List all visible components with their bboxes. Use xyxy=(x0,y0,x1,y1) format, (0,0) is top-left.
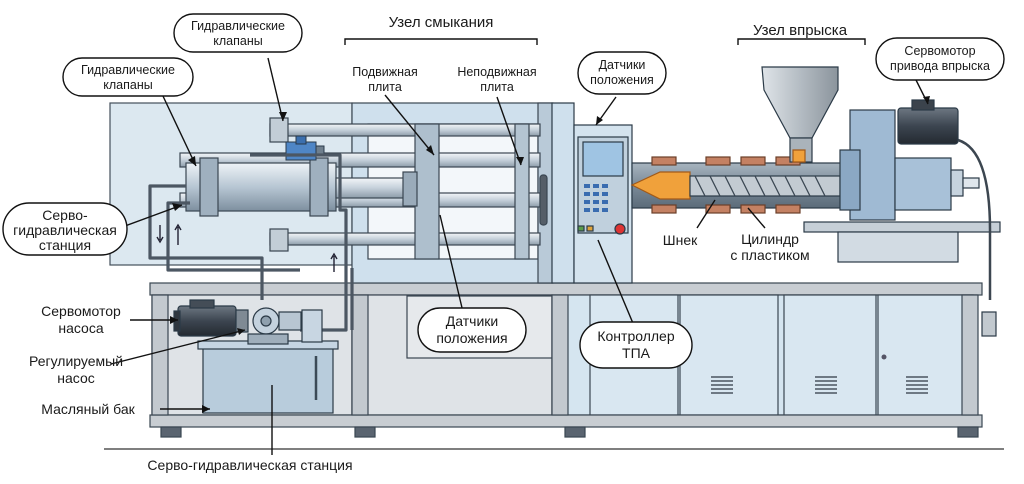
label-oil-tank: Масляный бак xyxy=(41,401,135,417)
label-injection-servo-2: привода впрыска xyxy=(890,59,990,73)
hydraulic-pipes xyxy=(148,153,354,332)
servo-hydraulic-station xyxy=(173,299,339,414)
label-pos-sensors-top-2: положения xyxy=(590,73,654,87)
label-cylinder-2: с пластиком xyxy=(730,247,809,263)
label-hyd-valves-top-2: клапаны xyxy=(213,34,262,48)
label-hyd-valves-left-1: Гидравлические xyxy=(81,63,175,77)
label-movable-plate-1: Подвижная xyxy=(352,65,418,79)
label-cylinder-1: Цилиндр xyxy=(741,231,799,247)
label-controller-2: ТПА xyxy=(622,345,651,361)
label-controller-1: Контроллер xyxy=(597,328,674,344)
label-pump-servo-1: Сервомотор xyxy=(41,303,121,319)
label-movable-plate-2: плита xyxy=(368,80,402,94)
clamping-unit xyxy=(109,102,554,284)
label-fixed-plate-1: Неподвижная xyxy=(457,65,536,79)
label-pos-sensors-bottom-2: положения xyxy=(436,330,507,346)
label-servo-station-bottom: Серво-гидравлическая станция xyxy=(147,457,352,473)
injection-unit xyxy=(551,66,1001,337)
label-injection-servo-1: Сервомотор xyxy=(904,44,975,58)
label-servo-station-2: гидравлическая xyxy=(13,222,117,238)
text-labels: Узел смыкания Узел впрыска Гидравлически… xyxy=(13,14,990,473)
label-bubbles xyxy=(2,13,1005,369)
label-pump-2: насос xyxy=(57,370,94,386)
label-injection-unit: Узел впрыска xyxy=(753,22,848,39)
label-servo-station-3: станция xyxy=(39,237,91,253)
label-clamp-unit: Узел смыкания xyxy=(389,14,494,31)
label-hyd-valves-left-2: клапаны xyxy=(103,78,152,92)
label-pos-sensors-bottom-1: Датчики xyxy=(446,313,498,329)
label-screw: Шнек xyxy=(663,232,698,248)
label-pump-1: Регулируемый xyxy=(29,353,123,369)
label-pump-servo-2: насоса xyxy=(58,320,103,336)
label-pos-sensors-top-1: Датчики xyxy=(599,58,646,72)
callout-arrowheads xyxy=(170,96,930,413)
label-fixed-plate-2: плита xyxy=(480,80,514,94)
label-hyd-valves-top-1: Гидравлические xyxy=(191,19,285,33)
label-servo-station-1: Серво- xyxy=(42,207,88,223)
